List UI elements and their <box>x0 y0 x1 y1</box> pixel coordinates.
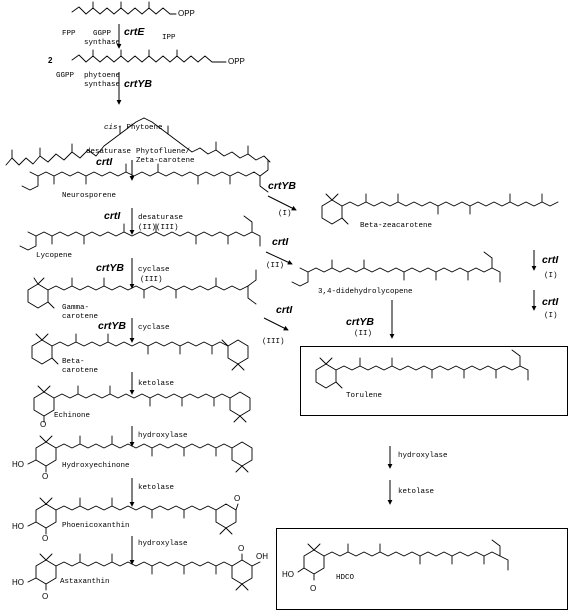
gamma-carotene-structure <box>27 269 257 309</box>
cyclase-gamma-label: cyclase <box>138 266 170 274</box>
cis-phytoene-label: cis- Phytoene <box>104 124 163 132</box>
phoenicoxanthin-ho-label: HO <box>12 522 24 531</box>
crtI-gene-4: crtI <box>276 304 293 316</box>
echinone-label: Echinone <box>54 412 91 420</box>
crtYB-gene-1: crtYB <box>124 78 153 90</box>
cyclase-beta-label: cyclase <box>138 324 170 332</box>
astaxanthin-oh-label: OH <box>256 552 268 561</box>
desaturase-phyto-label: desaturase <box>86 148 132 156</box>
crtYB-gene-3: crtYB <box>98 320 127 332</box>
ipp-label: IPP <box>162 34 176 42</box>
desaturase-lyco-label: desaturase <box>138 214 184 222</box>
opp-top-label: OPP <box>178 9 195 18</box>
ketolase-right-label: ketolase <box>398 488 435 496</box>
hydroxylase-right-label: hydroxylase <box>398 452 448 460</box>
beta-carotene-structure <box>31 333 249 371</box>
crtYB-gene-5: crtYB <box>346 316 375 328</box>
crtYB-gene-4: crtYB <box>268 180 297 192</box>
fpp-structure <box>71 1 177 15</box>
torulene-label: Torulene <box>346 392 383 400</box>
phytofluene-label: Phytofluene/ Zeta-carotene <box>136 148 195 165</box>
beta-zeacarotene-label: Beta-zeacarotene <box>360 222 433 230</box>
ggpp-structure <box>71 49 227 63</box>
didehydrolycopene-structure <box>291 251 501 287</box>
echinone-o-label: O <box>40 420 47 429</box>
beta-zeacarotene-structure <box>321 193 559 225</box>
step-III-1: (III) <box>262 338 285 346</box>
lycopene-structure <box>19 215 261 251</box>
step-I-3: (I) <box>544 312 558 320</box>
hydroxylase2-label: hydroxylase <box>138 540 188 548</box>
ggpp-label: GGPP <box>56 72 75 80</box>
step-II-1: (II) <box>266 262 285 270</box>
arrow-neurosporene-zeacarotene <box>267 195 297 211</box>
arrow-gamma-torulene <box>263 317 289 331</box>
crtYB-gene-2: crtYB <box>96 262 125 274</box>
gamma-carotene-label: Gamma- carotene <box>62 304 99 321</box>
ketolase2-label: ketolase <box>138 484 175 492</box>
hydroxyechinone-o-label: O <box>42 472 49 481</box>
fpp-label: FPP <box>62 30 76 38</box>
phytoene-synthase-label: phytoene synthase <box>84 72 121 89</box>
crtE-gene: crtE <box>124 26 145 38</box>
arrow-lycopene-didehydrolycopene <box>265 251 293 265</box>
ketolase1-label: ketolase <box>138 380 175 388</box>
phoenicoxanthin-ketone-o: O <box>234 494 241 503</box>
hydroxyechinone-structure <box>27 435 253 473</box>
hydroxyechinone-label: Hydroxyechinone <box>62 462 130 470</box>
hdco-structure <box>297 539 509 581</box>
torulene-box <box>300 346 568 416</box>
crtI-gene-2: crtI <box>104 210 121 222</box>
crtI-gene-1: crtI <box>96 156 113 168</box>
hdco-o-label: O <box>310 584 317 593</box>
cyclase-gamma-step-label: (III) <box>140 276 163 284</box>
crtI-gene-6: crtI <box>542 296 559 308</box>
astaxanthin-o-label: O <box>42 592 49 601</box>
beta-carotene-label: Beta- carotene <box>62 358 99 375</box>
ggpp-synthase-label: GGPP synthase <box>84 30 121 47</box>
hydroxyechinone-ho-label: HO <box>12 460 24 469</box>
astaxanthin-structure <box>27 553 261 591</box>
lycopene-label: Lycopene <box>36 252 73 260</box>
two-label: 2 <box>48 56 53 65</box>
step-I-1: (I) <box>278 210 292 218</box>
hdco-label: HDCO <box>336 574 355 582</box>
phytoene-structure <box>5 117 271 166</box>
crtI-gene-3: crtI <box>272 236 289 248</box>
neurosporene-label: Neurosporene <box>62 192 117 200</box>
echinone-structure <box>33 385 251 423</box>
phoenicoxanthin-structure <box>27 497 239 535</box>
step-II-2: (II) <box>354 330 373 338</box>
torulene-structure <box>315 349 529 389</box>
phoenicoxanthin-label: Phoenicoxanthin <box>62 522 130 530</box>
step-I-2: (I) <box>544 272 558 280</box>
didehydrolycopene-label: 3,4-didehydrolycopene <box>318 288 413 296</box>
astaxanthin-label: Astaxanthin <box>60 578 110 586</box>
desaturase-steps-label: (II)(III) <box>138 224 179 232</box>
hdco-box <box>276 528 568 610</box>
neurosporene-structure <box>21 159 269 193</box>
opp-mid-label: OPP <box>228 57 245 66</box>
crtI-gene-5: crtI <box>542 254 559 266</box>
hdco-ho-label: HO <box>282 570 294 579</box>
phoenicoxanthin-o-label: O <box>42 534 49 543</box>
astaxanthin-ho-label: HO <box>12 578 24 587</box>
astaxanthin-ketone-o: O <box>238 544 245 553</box>
hydroxylase1-label: hydroxylase <box>138 432 188 440</box>
